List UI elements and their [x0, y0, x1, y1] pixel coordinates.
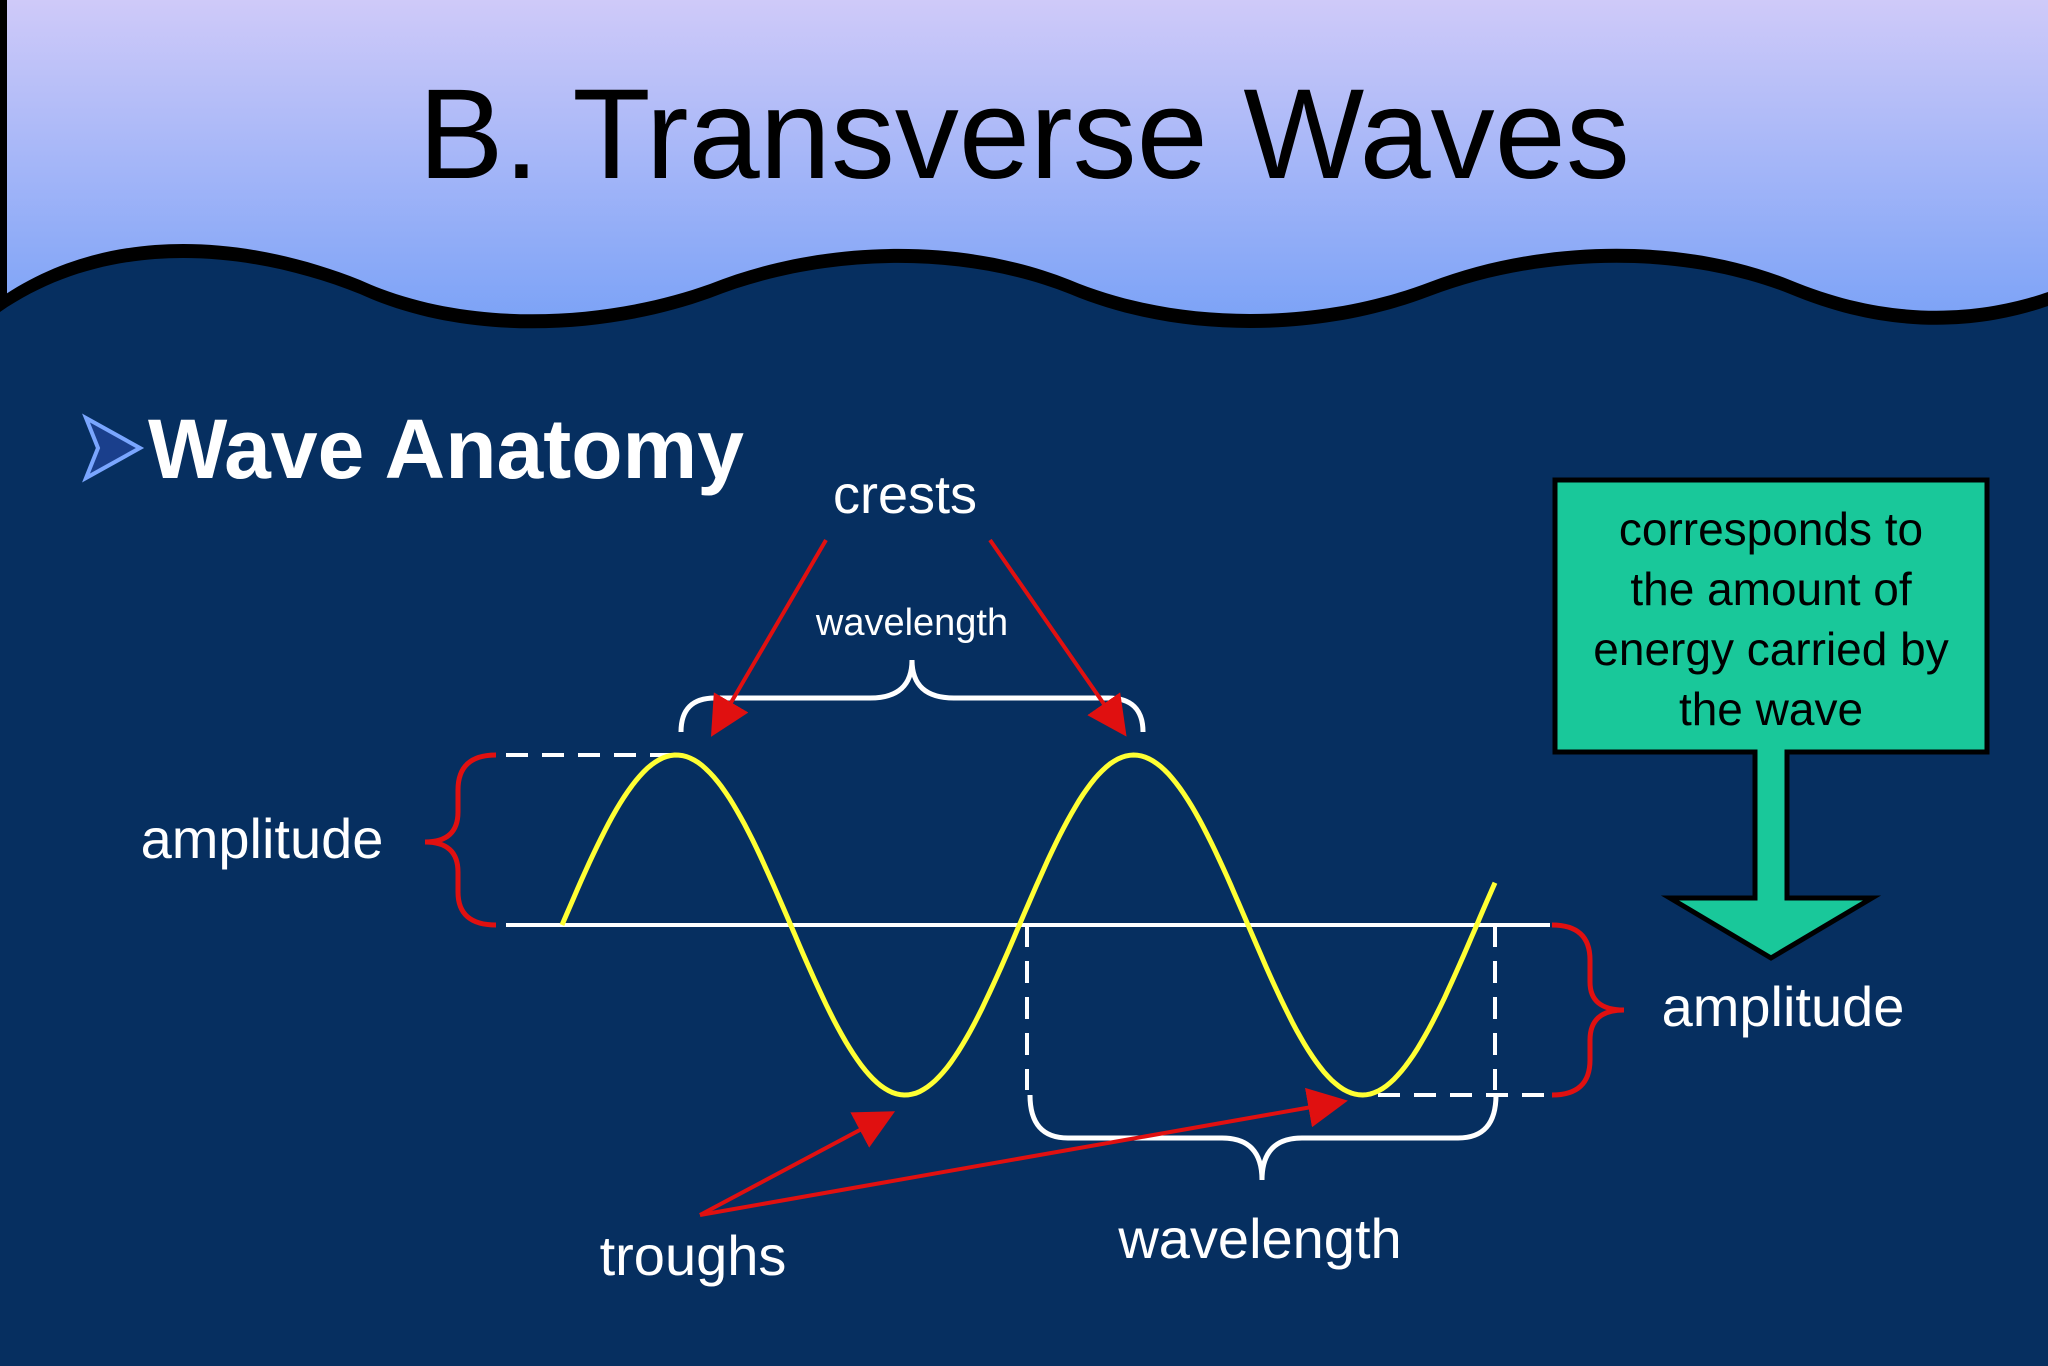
- amplitude-label-left: amplitude: [141, 807, 384, 870]
- crest-arrow-left: [710, 538, 828, 737]
- crest-arrows: [710, 538, 1127, 737]
- wavelength-brace-bottom: [1027, 1094, 1499, 1181]
- callout-line-2: the amount of: [1630, 563, 1912, 615]
- callout-line-1: corresponds to: [1619, 503, 1923, 555]
- section-heading: Wave Anatomy: [148, 402, 744, 496]
- trough-arrow-right: [699, 1087, 1348, 1217]
- amplitude-guides: [506, 753, 1550, 1097]
- troughs-label: troughs: [600, 1224, 787, 1287]
- callout-shape: [1552, 477, 1990, 961]
- crests-label: crests: [833, 465, 977, 525]
- amplitude-brace-left: [424, 752, 497, 928]
- energy-callout: corresponds to the amount of energy carr…: [1552, 477, 1990, 961]
- slide-title: B. Transverse Waves: [418, 63, 1630, 206]
- wavelength-label-top: wavelength: [815, 602, 1008, 644]
- arrowhead-bullet-icon: [82, 413, 145, 483]
- amplitude-label-right: amplitude: [1662, 975, 1905, 1038]
- callout-line-3: energy carried by: [1593, 623, 1948, 675]
- trough-arrows: [699, 1087, 1348, 1217]
- amplitude-brace-right: [1551, 922, 1625, 1098]
- crest-arrow-right: [988, 538, 1127, 737]
- wavelength-label-bottom: wavelength: [1117, 1207, 1401, 1270]
- trough-arrow-left: [699, 1111, 896, 1217]
- wave-curve: [559, 752, 1498, 1098]
- left-edge-line: [0, 0, 7, 300]
- callout-line-4: the wave: [1679, 683, 1863, 735]
- wavelength-guides: [1025, 925, 1497, 1090]
- header-wave-ocean: [0, 258, 2048, 1366]
